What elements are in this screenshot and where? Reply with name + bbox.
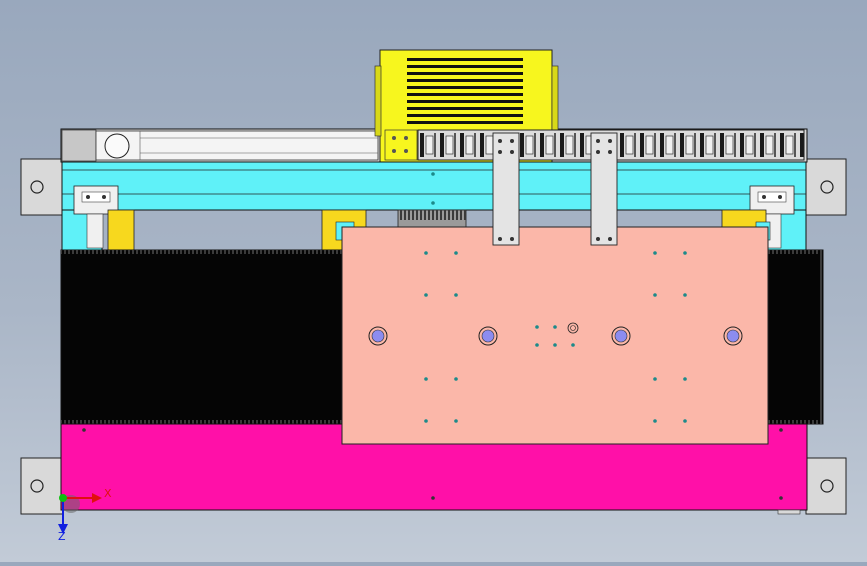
cyan-rail-beam — [61, 161, 807, 251]
connector-bracket-left — [492, 132, 520, 246]
left-limit-sensor — [73, 185, 119, 249]
x-axis-label: X — [104, 487, 112, 500]
left-mount-bracket-bottom — [20, 457, 64, 515]
coordinate-triad — [58, 493, 102, 534]
left-mount-bracket-top — [20, 158, 64, 216]
z-axis-label: Z — [58, 530, 66, 543]
connector-bracket-right — [590, 132, 618, 246]
locating-bosses — [368, 326, 743, 346]
timing-pulley — [397, 209, 467, 231]
pink-carriage-plate — [341, 226, 769, 445]
right-mount-bracket-top — [805, 158, 847, 216]
right-mount-bracket-bottom — [805, 457, 847, 515]
